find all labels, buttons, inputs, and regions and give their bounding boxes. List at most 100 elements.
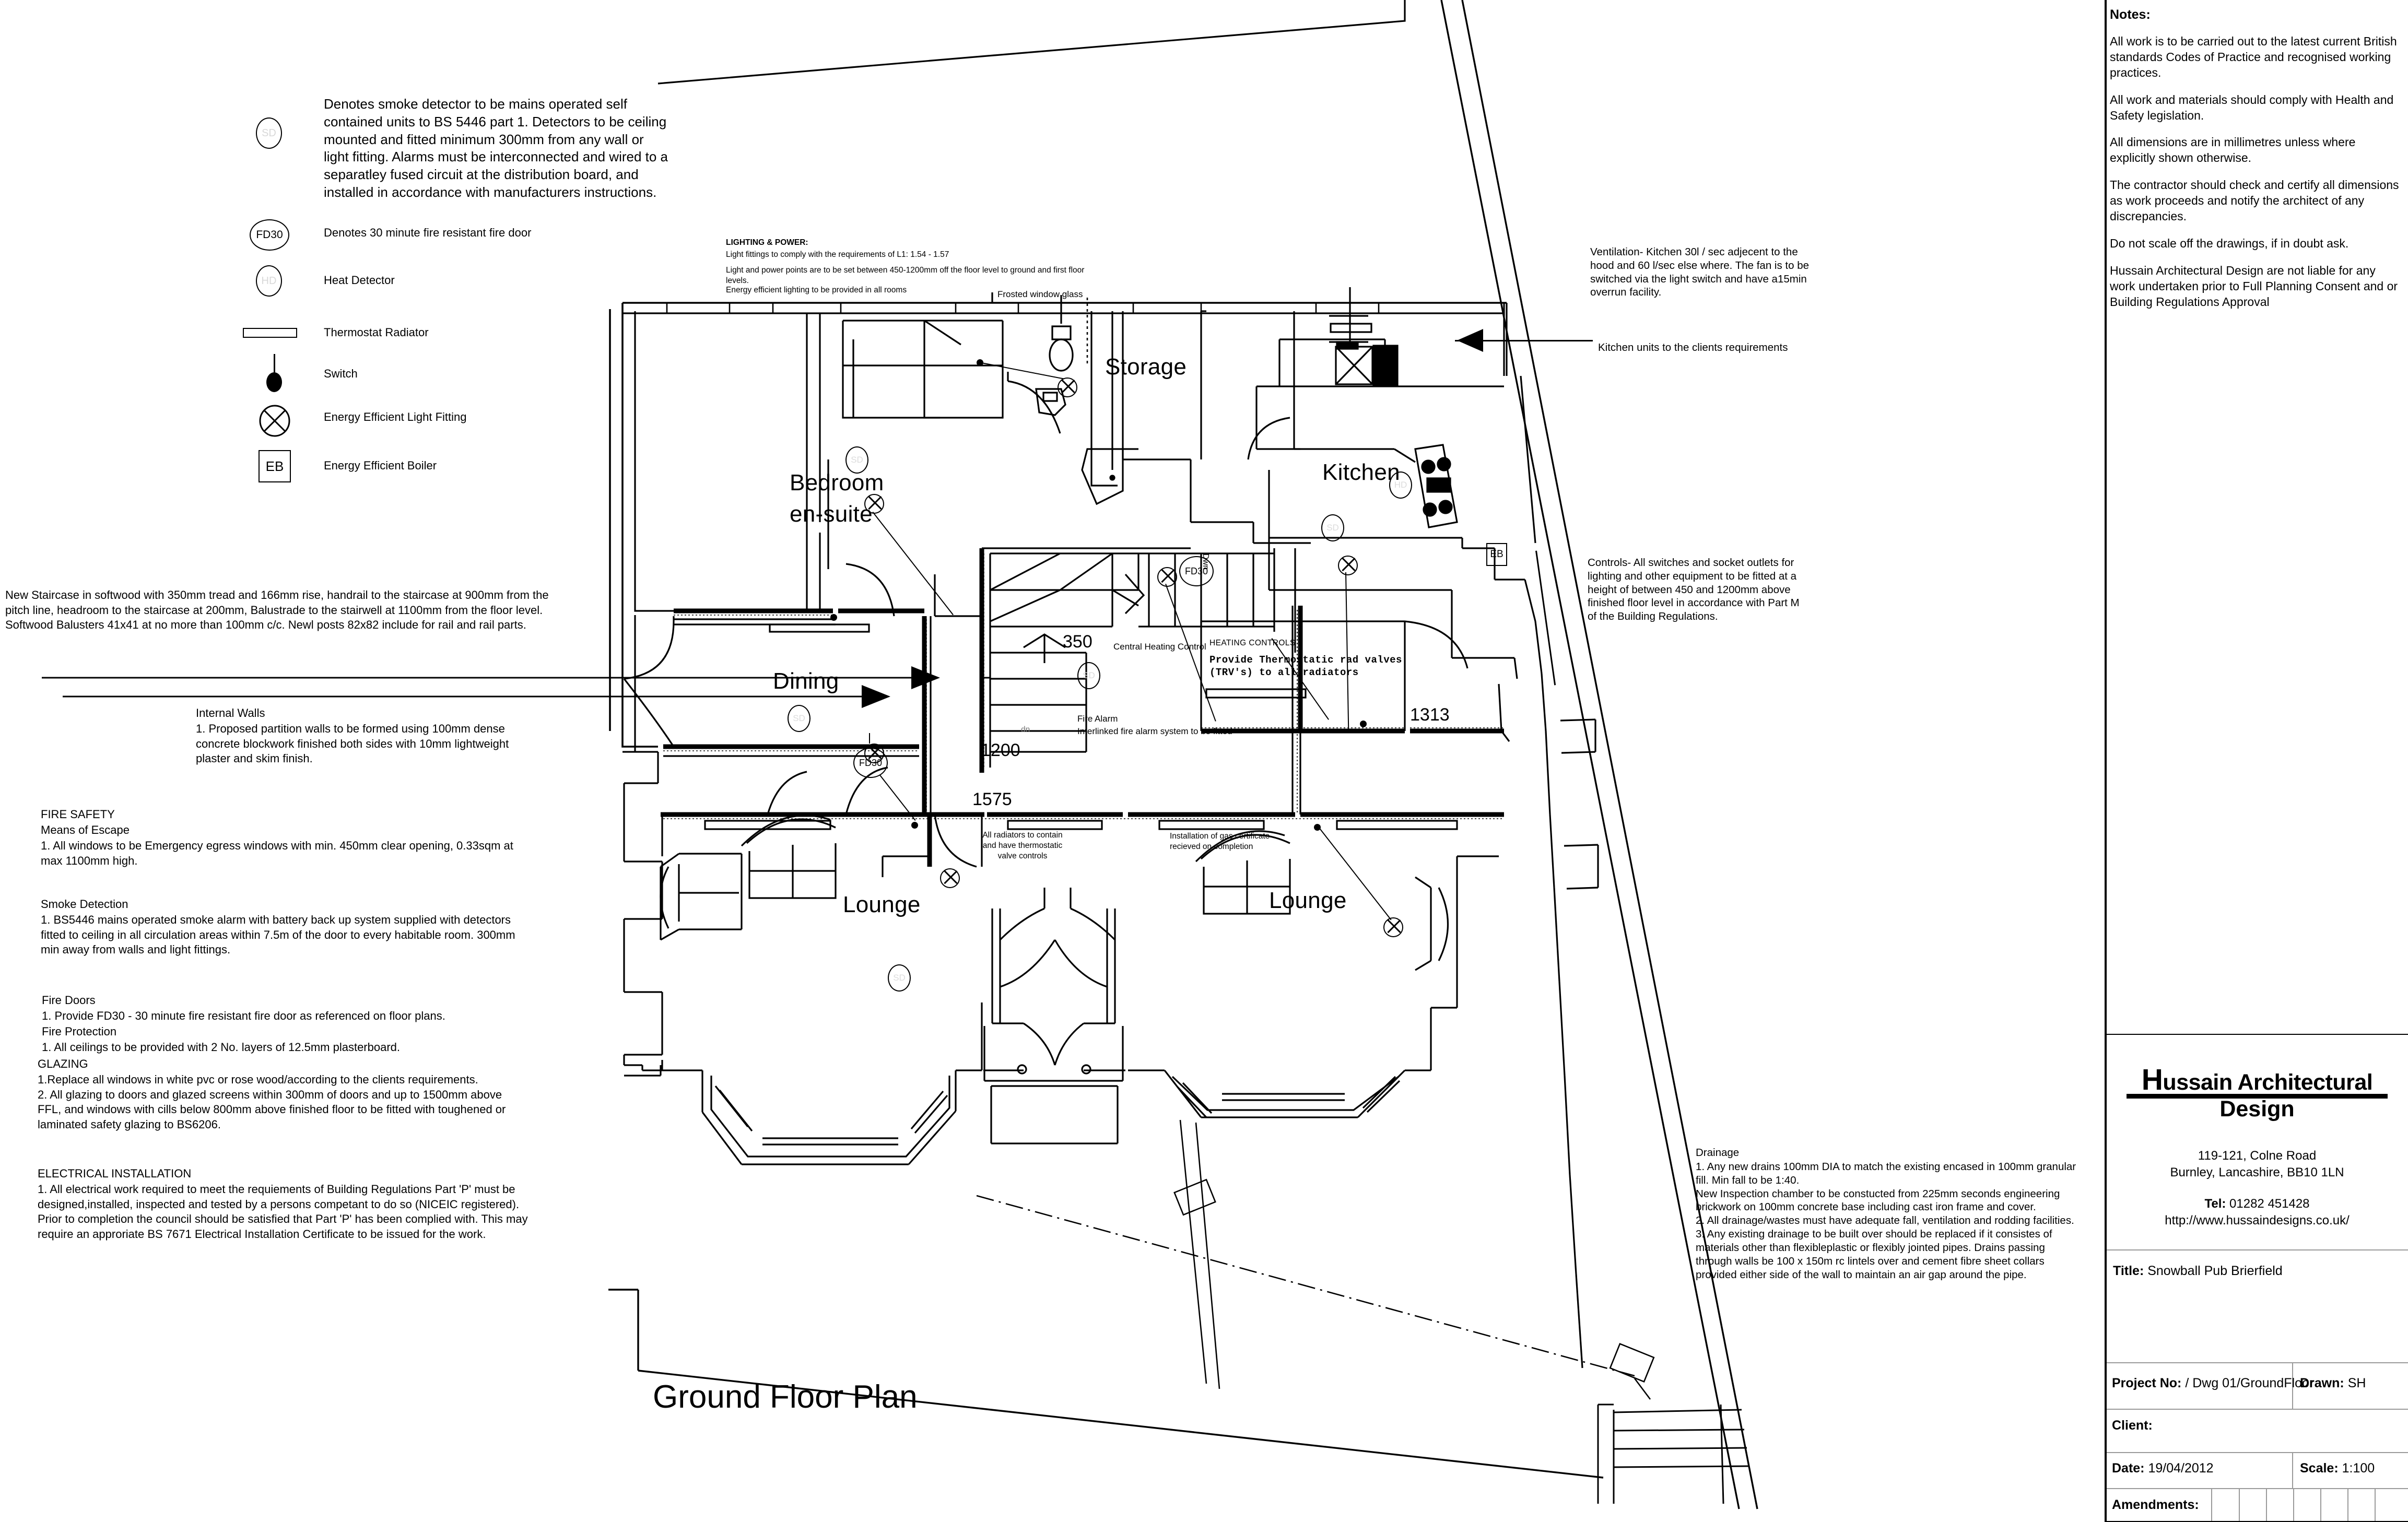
note-fire-doors-sub: Fire Doors [42,994,96,1007]
scale-value: 1:100 [2342,1461,2375,1476]
light-fitting-icon [259,405,291,437]
client-label: Client: [2112,1418,2153,1433]
room-label-dining: Dining [773,668,839,694]
smoke-detector-icon: SD [256,117,282,149]
notes-panel: Notes: All work is to be carried out to … [2110,7,2402,321]
project-no-row: Project No: / Dwg 01/GroundFloor [2112,1376,2313,1391]
room-label-lounge-right: Lounge [1269,888,1347,913]
title-block: Hussain Architectural Design 119-121, Co… [2107,1034,2408,1522]
note-internal-walls-body: 1. Proposed partition walls to be formed… [196,722,509,765]
room-label-storage: Storage [1105,354,1187,380]
smoke-detector-symbol-hall: SD [1077,662,1100,689]
room-label-bedroom: Bedroom [790,470,884,495]
heat-detector-symbol-kitchen: HD [1389,471,1412,499]
company-logo: Hussain Architectural Design [2116,1063,2398,1122]
smoke-detector-symbol-lounge-left: SD [888,964,911,992]
title-row: Title: Snowball Pub Brierfield [2113,1264,2283,1279]
note-fire-alarm-heading: Fire Alarm [1077,714,1118,724]
heat-detector-icon: HD [256,265,282,297]
notes-paragraph: Do not scale off the drawings, if in dou… [2110,236,2349,250]
company-address: 119-121, Colne Road Burnley, Lancashire,… [2116,1148,2398,1181]
notes-paragraph: All work is to be carried out to the lat… [2110,34,2397,79]
light-fitting-symbol-lounge-right [1383,917,1403,937]
leader-dining-light [869,733,870,744]
date-label: Date: [2112,1461,2145,1476]
switch-symbol-lounge-left [911,822,918,829]
smoke-detector-symbol-dining: SD [788,705,811,732]
note-internal-walls-heading: Internal Walls [196,706,265,719]
note-frosted-window: Frosted window glass [997,289,1083,299]
note-gas-certificate: Installation of gas certificate recieved… [1170,832,1270,852]
project-no-label: Project No: [2112,1376,2182,1390]
note-drainage-heading: Drainage [1696,1147,1740,1159]
tel-value: 01282 451428 [2229,1197,2310,1211]
note-glazing-heading: GLAZING [38,1057,88,1070]
notes-paragraph: All dimensions are in millimetres unless… [2110,135,2356,165]
note-drainage-body: 1. Any new drains 100mm DIA to match the… [1696,1161,2076,1281]
note-central-heating-control: Central Heating Control [1113,642,1206,652]
light-fitting-symbol-kitchen [1338,556,1358,575]
project-no-value: / Dwg 01/GroundFloor [2185,1376,2314,1390]
light-fitting-symbol-dining [864,744,884,763]
light-fitting-symbol-storage [1058,377,1077,397]
logo-cap: H [2141,1063,2163,1096]
light-fitting-symbol-hall [1157,567,1177,587]
light-fitting-symbol-bedroom [864,494,884,514]
smoke-detector-symbol-bedroom: SD [845,446,868,474]
note-ventilation: Ventilation- Kitchen 30l / sec adjecent … [1590,246,1810,299]
note-smoke-detection-body: 1. BS5446 mains operated smoke alarm wit… [41,913,515,957]
amendments-row: Amendments: [2112,1497,2199,1513]
notes-heading: Notes: [2110,7,2151,22]
note-controls: Controls- All switches and socket outlet… [1588,557,1800,623]
notes-paragraph: The contractor should check and certify … [2110,178,2399,223]
note-electrical-heading: ELECTRICAL INSTALLATION [38,1167,192,1180]
note-fire-safety-heading: FIRE SAFETY [41,808,115,821]
note-staircase: New Staircase in softwood with 350mm tre… [5,588,549,632]
note-heating-controls-body: Provide Thermostatic rad valves (TRV's) … [1209,654,1402,678]
switch-symbol-heating [1360,721,1367,727]
logo-line2: Design [2219,1096,2295,1122]
logo-underline [2127,1094,2388,1099]
kitchen-units-leader [1455,340,1593,341]
note-radiators-trv: All radiators to contain and have thermo… [982,831,1063,861]
legend-label-boiler: Energy Efficient Boiler [324,459,437,472]
legend-label-smoke-detector: Denotes smoke detector to be mains opera… [324,96,668,200]
legend-label-light-fitting: Energy Efficient Light Fitting [324,410,467,423]
room-label-kitchen: Kitchen [1322,459,1400,485]
date-row: Date: 19/04/2012 [2112,1461,2214,1476]
dimension-1200: 1200 [981,740,1020,760]
note-lighting-power-l1: Light fittings to comply with the requir… [726,250,949,259]
switch-icon [266,354,282,392]
drawn-label: Drawn: [2300,1376,2344,1390]
title-value: Snowball Pub Brierfield [2147,1264,2283,1278]
drawn-value: SH [2347,1376,2366,1390]
note-means-of-escape-body: 1. All windows to be Emergency egress wi… [41,839,513,867]
notes-paragraph: Hussain Architectural Design are not lia… [2110,263,2398,309]
note-lighting-power-l3: Energy efficient lighting to be provided… [726,286,907,294]
dimension-350: 350 [1063,632,1093,652]
radiator-icon [243,328,297,338]
fire-door-icon: FD30 [250,219,289,251]
room-label-ensuite: en-suite [790,501,873,527]
company-contact: Tel: 01282 451428 http://www.hussaindesi… [2116,1196,2398,1229]
address-line-2: Burnley, Lancashire, BB10 1LN [2170,1165,2344,1179]
company-website[interactable]: http://www.hussaindesigns.co.uk/ [2165,1213,2350,1228]
smoke-detector-symbol-kitchen: SD [1321,514,1344,541]
notes-paragraph: All work and materials should comply wit… [2110,92,2394,122]
room-label-lounge-left: Lounge [843,892,921,917]
legend-label-fire-door: Denotes 30 minute fire resistant fire do… [324,226,532,239]
dimension-1575: 1575 [972,789,1012,809]
plan-title: Ground Floor Plan [653,1379,918,1415]
client-row: Client: [2112,1418,2153,1433]
note-fire-protection-body: 1. All ceilings to be provided with 2 No… [42,1041,401,1054]
note-fire-protection-sub: Fire Protection [42,1025,117,1038]
logo-rest: ussain Architectural [2163,1070,2373,1095]
scale-label: Scale: [2300,1461,2339,1476]
amendments-label: Amendments: [2112,1497,2199,1512]
fire-door-symbol-hall: FD30 [1179,556,1214,586]
scale-row: Scale: 1:100 [2300,1461,2375,1476]
switch-symbol-storage [977,359,983,366]
legend-label-switch: Switch [324,367,358,380]
legend-label-radiator: Thermostat Radiator [324,326,429,339]
